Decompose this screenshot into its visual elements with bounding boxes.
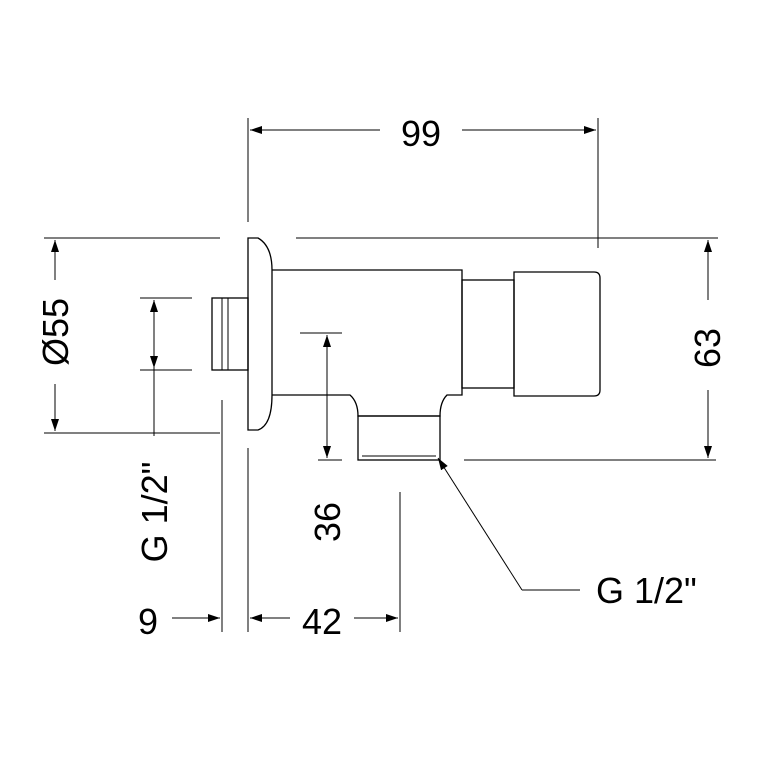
valve-body [211,237,601,461]
dim-outlet-height: 36 [307,335,348,542]
leader-outlet-thread: G 1/2" [437,457,697,611]
dim-outlet-offset: 42 [250,601,398,642]
dim-inlet-thread-label: G 1/2" [134,462,175,563]
dim-height: 63 [687,240,728,458]
push-button [513,271,601,397]
dim-overall-length: 99 [250,113,596,154]
body-main [272,269,463,417]
dim-outlet-height-label: 36 [307,502,348,542]
bonnet [461,279,515,389]
dim-flange-diameter: Ø55 [35,240,76,431]
inlet-nipple [211,297,249,371]
dim-height-label: 63 [687,328,728,368]
dim-flange-diameter-label: Ø55 [35,298,76,366]
dim-outlet-offset-label: 42 [302,601,342,642]
dim-overall-length-label: 99 [401,113,441,154]
dim-flange-thickness-label: 9 [138,601,158,642]
outlet-nipple [357,415,441,461]
dim-inlet-thread: G 1/2" [134,300,175,562]
leader-outlet-thread-label: G 1/2" [596,570,697,611]
dim-flange-thickness: 9 [138,601,220,642]
extension-lines [44,118,718,632]
wall-flange [247,237,273,431]
